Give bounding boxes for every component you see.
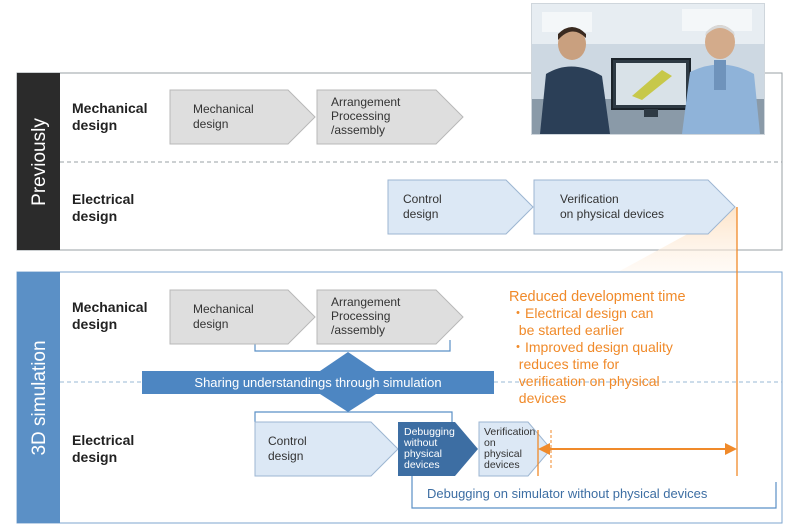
sim-elec-step-2 [398, 422, 478, 476]
reduction-arrow-left-head [538, 443, 550, 455]
sim-mech-step-1-text: Mechanical design [193, 302, 257, 331]
prev-mech-step-2-text: Arrangement Processing /assembly [331, 95, 404, 137]
engineers-photo [531, 3, 765, 135]
sharing-banner [142, 371, 494, 394]
sharing-arrow-up [320, 352, 376, 371]
reduction-arrow-right-head [725, 443, 737, 455]
simulator-note: Debugging on simulator without physical … [427, 486, 708, 501]
prev-elec-label: Electrical design [72, 191, 138, 224]
previously-band [17, 73, 60, 250]
sharing-arrow-down [320, 394, 376, 412]
sim-elec-label: Electrical design [72, 432, 138, 465]
prev-mech-step-1-text: Mechanical design [193, 102, 257, 131]
prev-elec-step-1-text: Control design [403, 192, 445, 221]
simulator-bracket [411, 476, 777, 509]
engineers-photo-icon [532, 4, 764, 134]
sim-elec-step-3-text: Verification on physical devices [484, 426, 538, 471]
prev-mech-step-2 [316, 89, 464, 145]
sim-elec-bracket [254, 411, 453, 422]
sim-mech-label: Mechanical design [72, 299, 151, 332]
sim-mech-bracket [254, 340, 451, 352]
simulation-label: 3D simulation [29, 340, 50, 455]
prev-mech-label: Mechanical design [72, 100, 151, 133]
previously-label: Previously [29, 118, 50, 206]
sim-mech-step-2 [316, 289, 464, 345]
prev-mech-step-1 [169, 89, 316, 145]
prev-elec-step-1 [387, 179, 534, 235]
prev-elec-step-2-text: Verification on physical devices [560, 192, 664, 221]
sharing-banner-text: Sharing understandings through simulatio… [194, 375, 441, 390]
sim-mech-step-2-text: Arrangement Processing /assembly [331, 295, 404, 337]
sim-mech-step-1 [169, 289, 316, 345]
sim-elec-step-2-text: Debugging without physical devices [403, 426, 458, 471]
sim-elec-step-1 [254, 421, 399, 477]
simulation-band [17, 272, 60, 523]
prev-elec-step-2 [533, 179, 736, 235]
sim-elec-step-1-text: Control design [268, 434, 310, 463]
benefits-list: ・Electrical design can be started earlie… [511, 305, 692, 406]
sim-elec-step-3 [478, 421, 552, 477]
benefits-title: Reduced development time [509, 289, 686, 305]
